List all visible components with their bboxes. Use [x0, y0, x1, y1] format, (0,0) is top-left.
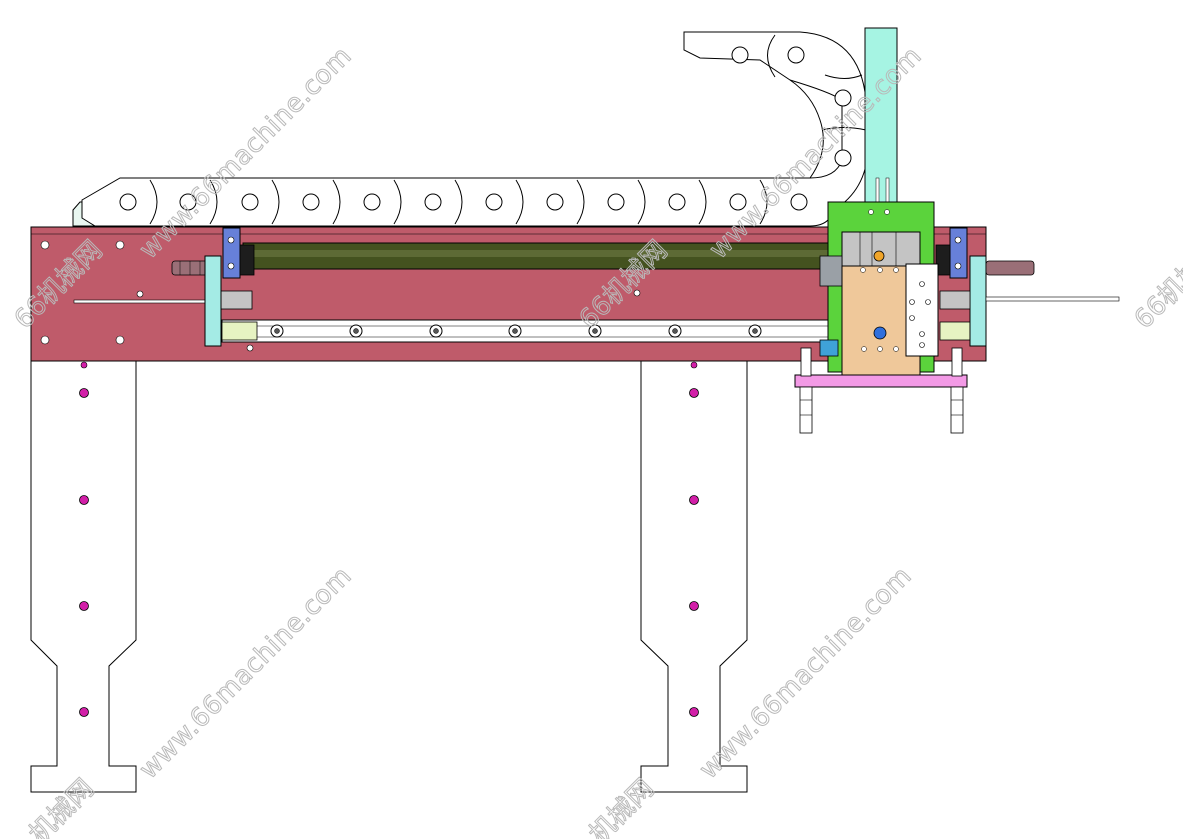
chain-link-pin — [668, 193, 686, 211]
watermark-cn: 66机械网 — [1129, 235, 1183, 335]
chain-link-pin — [607, 193, 625, 211]
leg-bolt-hole — [689, 495, 699, 505]
left-leg — [30, 360, 137, 793]
watermark-url: www.66machine.com — [134, 561, 358, 785]
leg-bolt-hole — [79, 601, 89, 611]
chain-link-pin — [363, 193, 381, 211]
watermark-layer: www.66machine.com www.66machine.com www.… — [8, 40, 1183, 839]
leg-bolt-hole — [689, 601, 699, 611]
vertical-column — [864, 27, 898, 204]
right-leg — [640, 360, 748, 793]
chain-link-pin — [729, 193, 747, 211]
carriage-assembly — [794, 201, 968, 434]
chain-link-pin — [790, 193, 808, 211]
linear-rail — [221, 319, 973, 343]
leg-bolt-hole — [79, 707, 89, 717]
chain-link-pin — [241, 193, 259, 211]
chain-link-pin — [179, 193, 197, 211]
leg-bolt-hole — [689, 388, 699, 398]
left-end-bracket — [204, 227, 255, 347]
right-end-bracket — [935, 227, 1120, 347]
chain-link-pin — [302, 193, 320, 211]
watermark-cn: 机械网 — [584, 774, 660, 839]
chain-link-pin — [424, 193, 442, 211]
cylinder-shaft — [171, 242, 841, 276]
cable-drag-chain — [72, 31, 869, 227]
leg-bolt-hole — [79, 495, 89, 505]
leg-bolt-hole — [79, 388, 89, 398]
guide-rod-left — [73, 290, 253, 310]
chain-link-pin — [119, 193, 137, 211]
leg-bolt-hole — [689, 707, 699, 717]
chain-link-pin — [485, 193, 503, 211]
chain-link-pin — [546, 193, 564, 211]
